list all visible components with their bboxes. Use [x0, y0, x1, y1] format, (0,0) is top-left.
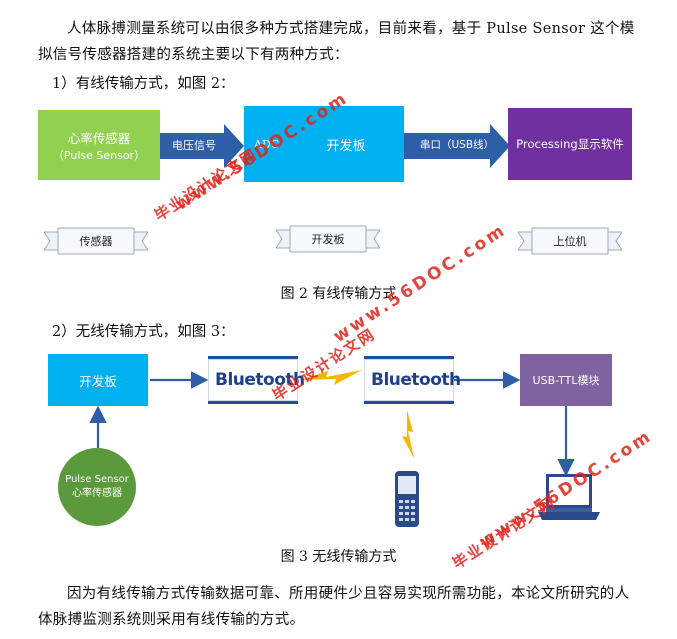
fig2-arrow-serial	[404, 124, 510, 168]
fig2-serial-label: 串口（USB线）	[420, 139, 495, 151]
fig2-scroll-host: 上位机	[518, 224, 622, 258]
fig2-software-label: Processing显示软件	[516, 137, 624, 151]
fig2-sensor-line2: （Pulse Sensor）	[52, 148, 146, 162]
fig3-board-label: 开发板	[79, 373, 117, 389]
fig2-scroll-sensor-label: 传感器	[79, 235, 113, 248]
fig3-bluetooth-1-label: Bluetooth	[215, 370, 305, 390]
fig2-adc-label: ADC	[254, 138, 280, 151]
fig3-bluetooth-module-1: Bluetooth	[208, 356, 305, 404]
fig3-sensor-line1: Pulse Sensor	[65, 474, 129, 485]
laptop-icon	[538, 474, 600, 520]
fig2-sensor-line1: 心率传感器	[67, 130, 131, 146]
fig2-scroll-board: 开发板	[276, 222, 380, 256]
section1-heading: 1）有线传输方式，如图 2：	[52, 76, 235, 92]
fig2-scroll-host-label: 上位机	[553, 235, 587, 248]
fig2-sensor-box: 心率传感器 （Pulse Sensor）	[38, 110, 160, 180]
fig3-usb-ttl-label: USB-TTL模块	[532, 374, 600, 387]
intro-paragraph: 人体脉搏测量系统可以由很多种方式搭建完成，目前来看，基于 Pulse Senso…	[38, 21, 635, 63]
fig3-caption: 图 3 无线传输方式	[280, 549, 397, 565]
fig2-arrow-voltage	[160, 124, 244, 168]
fig3-sensor-circle: Pulse Sensor 心率传感器	[58, 448, 136, 526]
fig2-scroll-sensor: 传感器	[44, 224, 148, 258]
fig2-software-box: Processing显示软件	[508, 108, 632, 180]
fig2-scroll-board-label: 开发板	[311, 233, 345, 246]
fig3-bluetooth-module-2: Bluetooth	[364, 356, 461, 404]
mobile-phone-icon	[395, 471, 419, 527]
fig2-board-box: 开发板	[288, 106, 404, 182]
fig2-adc-box: ADC	[244, 106, 288, 182]
fig2-board-label: 开发板	[326, 138, 366, 154]
fig3-usb-ttl-box: USB-TTL模块	[520, 354, 612, 406]
fig2-caption: 图 2 有线传输方式	[280, 286, 397, 302]
conclusion-paragraph: 因为有线传输方式传输数据可靠、所用硬件少且容易实现所需功能，本论文所研究的人体脉…	[38, 586, 630, 628]
fig3-board-box: 开发板	[48, 354, 148, 406]
fig2-voltage-label: 电压信号	[172, 139, 216, 152]
fig3-sensor-line2: 心率传感器	[72, 488, 122, 499]
section2-heading: 2）无线传输方式，如图 3：	[52, 324, 235, 340]
fig3-bluetooth-2-label: Bluetooth	[371, 370, 461, 390]
